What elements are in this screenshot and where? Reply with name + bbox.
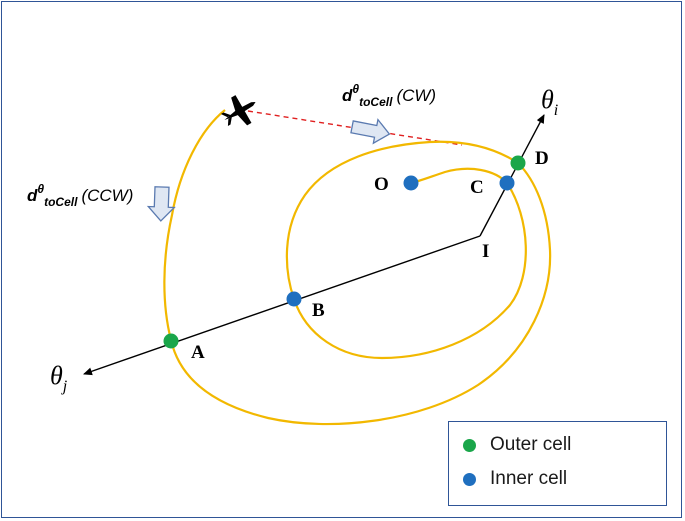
- legend: Outer cell Inner cell: [448, 421, 667, 506]
- legend-inner-label: Inner cell: [490, 468, 568, 489]
- label-d: D: [535, 148, 549, 169]
- label-theta-j: θj: [50, 361, 68, 395]
- legend-item-outer-cell: Outer cell: [463, 433, 571, 457]
- legend-outer-label: Outer cell: [490, 434, 572, 455]
- theta-i-axis: [479, 114, 545, 237]
- ccw-direction-arrow: [146, 186, 176, 222]
- inner-trajectory: [285, 140, 527, 360]
- label-distance-cw: dθtoCell(CW): [342, 82, 436, 109]
- label-distance-ccw: dθtoCell(CCW): [27, 182, 133, 209]
- airplane-icon: [220, 95, 256, 127]
- label-theta-i: θi: [541, 85, 558, 119]
- label-b: B: [312, 300, 325, 321]
- outer-trajectory: [163, 109, 552, 426]
- label-i: I: [482, 241, 489, 262]
- theta-j-axis: [83, 235, 481, 376]
- label-o: O: [374, 174, 389, 195]
- cw-direction-arrow: [350, 118, 391, 145]
- point-a-outer-cell: [163, 333, 179, 349]
- label-a: A: [191, 342, 205, 363]
- label-c: C: [470, 177, 484, 198]
- point-d-outer-cell: [510, 155, 526, 171]
- inner-cell-marker: [463, 472, 476, 486]
- point-c-inner-cell: [499, 175, 515, 191]
- point-b-inner-cell: [286, 291, 302, 307]
- legend-item-inner-cell: Inner cell: [463, 467, 567, 491]
- outer-cell-marker: [463, 438, 476, 452]
- point-o-inner-cell: [403, 175, 419, 191]
